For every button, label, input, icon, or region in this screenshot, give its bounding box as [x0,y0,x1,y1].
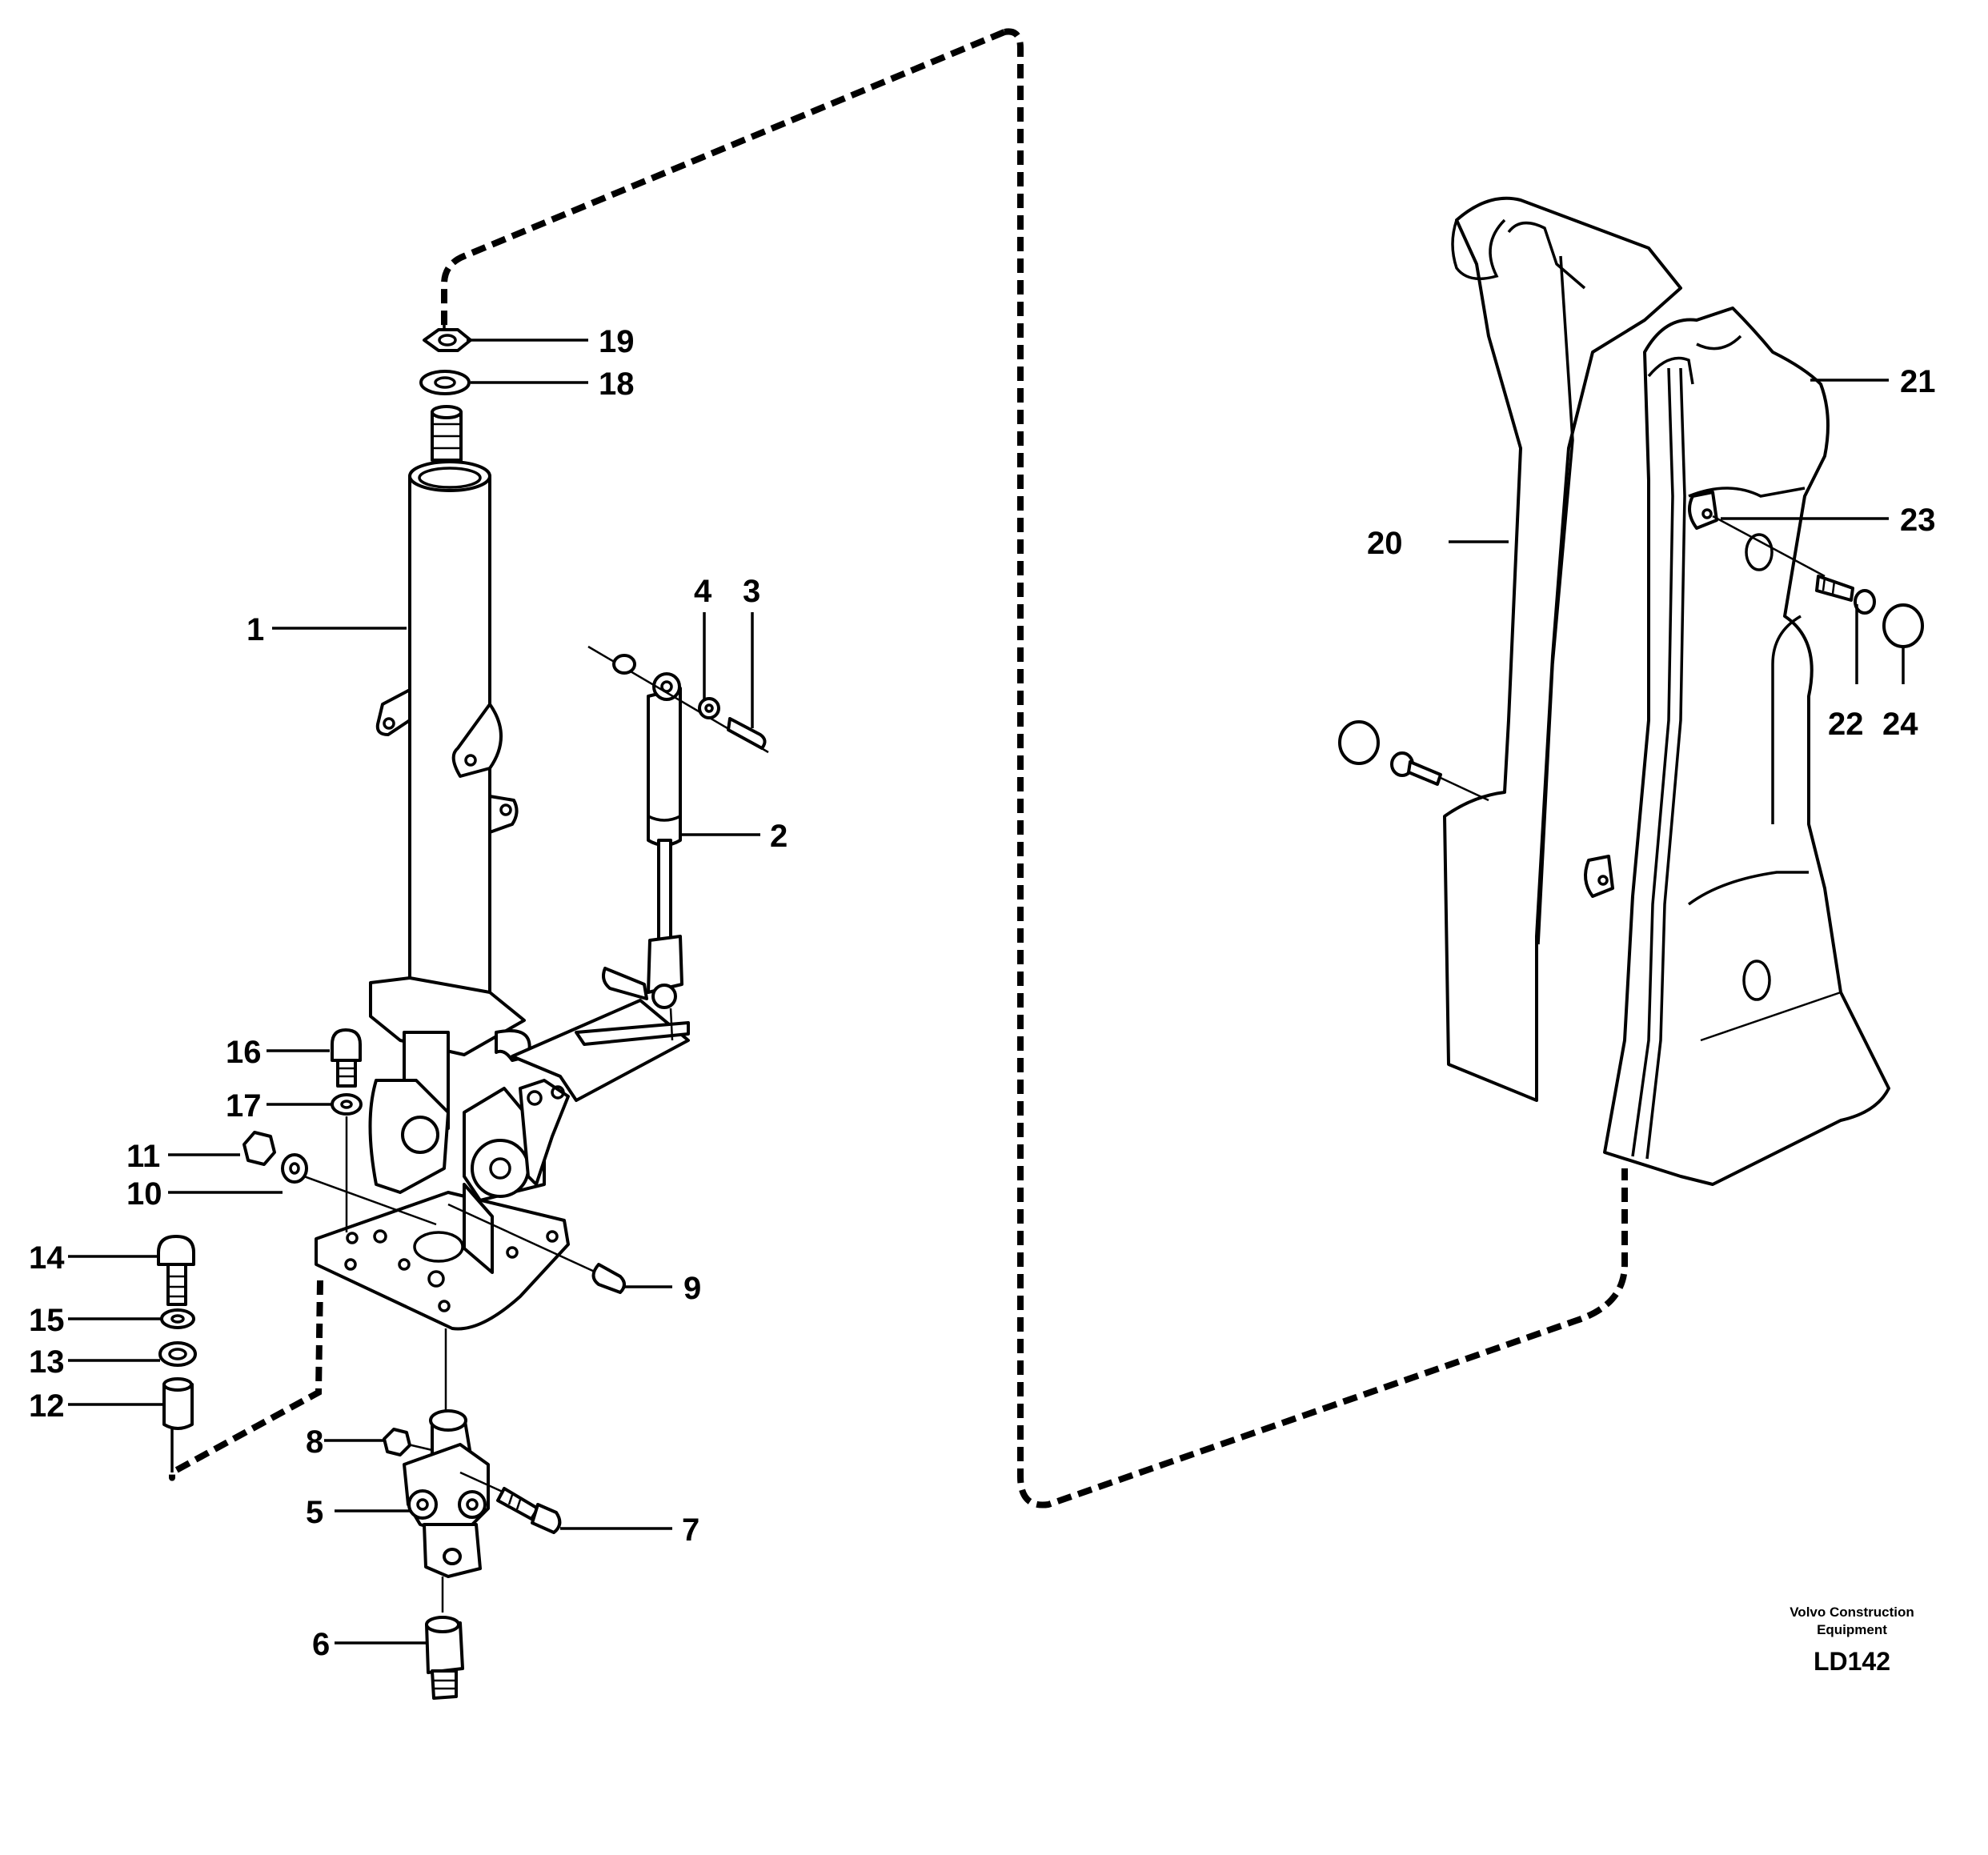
callout-8: 8 [306,1424,323,1460]
fitting-6-part [425,1616,464,1700]
callout-16: 16 [226,1035,262,1070]
spring-washer-13-part [158,1341,197,1367]
callout-3: 3 [743,574,760,609]
drawing-code: LD142 [1814,1647,1890,1676]
callout-17: 17 [226,1088,262,1124]
nut-11-part [242,1131,276,1166]
column-tube-1-part [375,460,519,1034]
screw-22-part [1712,515,1876,615]
washer-10-part [281,1153,437,1226]
screw-7-part [459,1471,562,1534]
callout-1: 1 [246,612,264,647]
callout-21: 21 [1900,364,1936,399]
column-top-shaft [431,405,463,462]
brand-line-2: Equipment [1817,1622,1887,1637]
callout-14: 14 [29,1240,65,1276]
side-screw-part [1338,720,1489,802]
drawing-footer: Volvo Construction Equipment LD142 [1790,1605,1914,1676]
column-base-bracket [315,976,690,1331]
callout-9: 9 [683,1271,701,1306]
screw-9-part [447,1203,626,1294]
callout-7: 7 [682,1512,699,1548]
callout-23: 23 [1900,503,1936,538]
brand-line-1: Volvo Construction [1790,1605,1914,1620]
column-cover-assembly [1338,196,1924,1186]
callout-15: 15 [29,1303,65,1338]
nut-19-part [423,328,472,352]
callout-labels: 19 18 1 4 3 2 16 17 11 10 14 15 13 12 9 … [29,324,1936,1662]
steering-column-assembly [157,328,769,1700]
gas-spring-2-part [575,672,690,1046]
callout-13: 13 [29,1344,65,1380]
callout-24: 24 [1882,707,1918,742]
callout-10: 10 [126,1176,162,1212]
callout-6: 6 [312,1627,330,1662]
callout-19: 19 [599,324,635,359]
callout-18: 18 [599,367,635,402]
gas-spring-pin-hardware [587,645,769,754]
callout-20: 20 [1367,526,1403,561]
washer-18-part [419,370,471,395]
callout-2: 2 [770,819,788,854]
bolt-14-part [157,1235,195,1306]
valve-block-5-part [403,1409,490,1613]
callout-11: 11 [126,1139,160,1174]
callout-4: 4 [694,574,712,609]
cover-20-part [1443,196,1682,1102]
cap-24-part [1882,603,1924,648]
cover-21-part [1603,306,1890,1186]
callout-5: 5 [306,1495,323,1530]
callout-12: 12 [29,1388,65,1424]
spacer-12-part [162,1377,194,1430]
washer-15-part [160,1308,195,1329]
washer-17-part [331,1093,363,1232]
callout-22: 22 [1828,707,1864,742]
callout-leaders [68,339,1905,1645]
bolt-16-part [331,1028,362,1088]
nut-8-part [383,1428,433,1456]
